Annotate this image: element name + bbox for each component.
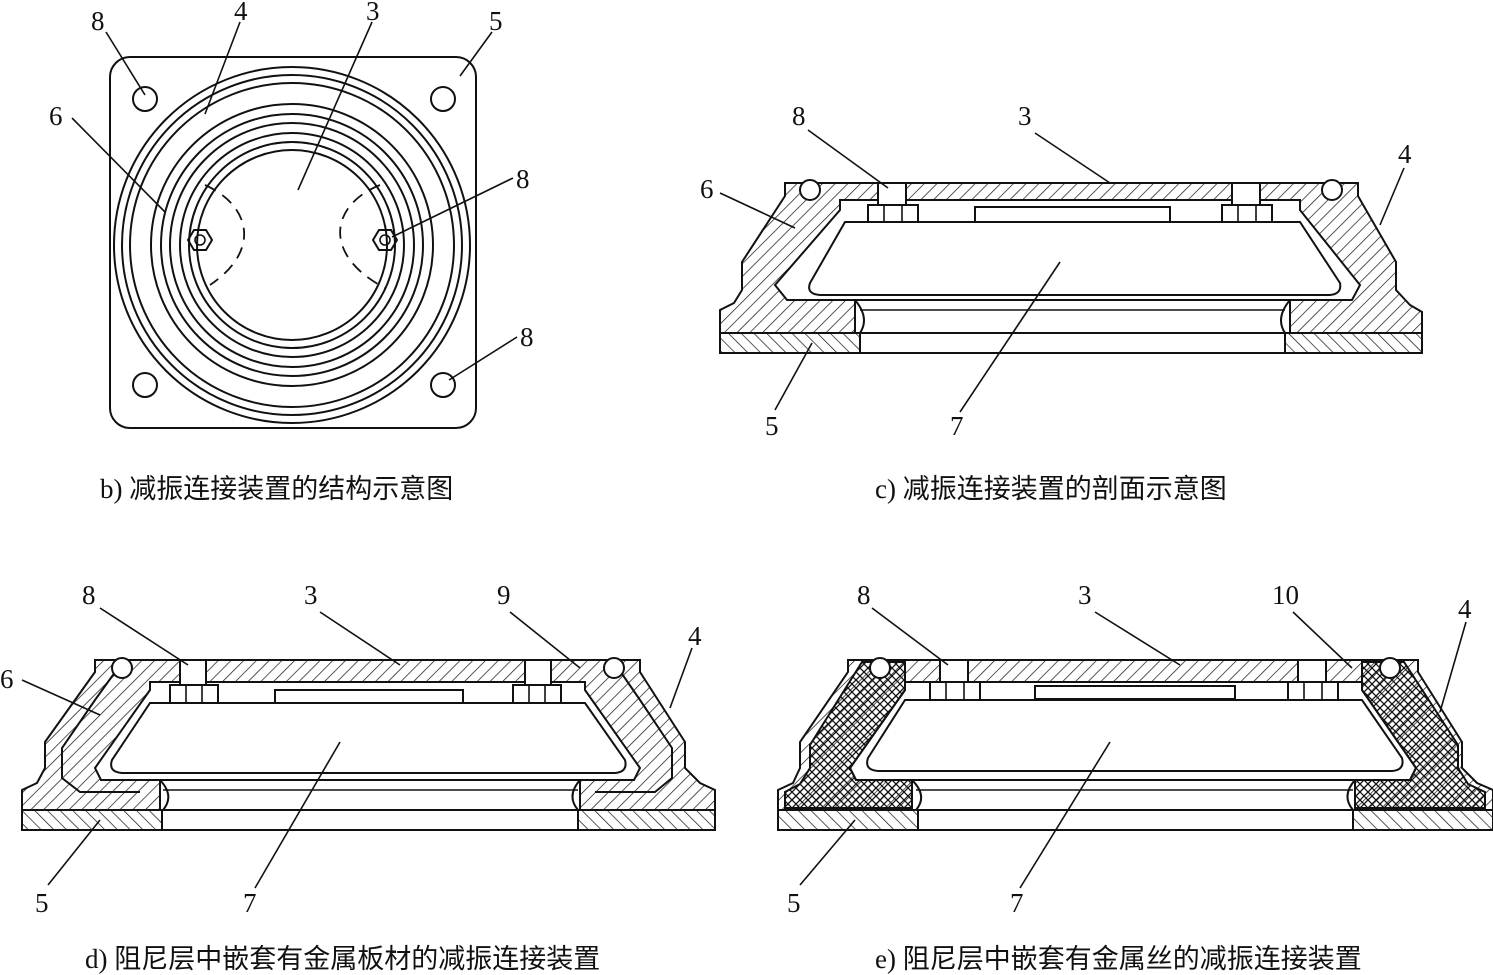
figure-b-top-view: 8 4 3 5 6 8 8 b) 减振连接装置的结构示意图 <box>49 0 534 504</box>
nut-right <box>371 229 399 251</box>
base-plate <box>109 56 477 429</box>
label-5: 5 <box>787 888 801 918</box>
flange-right <box>1284 332 1423 354</box>
damper-dashed-left <box>204 184 246 286</box>
core-body <box>110 702 627 774</box>
concentric-rings <box>113 66 471 424</box>
bolt-hole-right <box>524 659 552 686</box>
label-4: 4 <box>1458 594 1472 624</box>
caption-c: c) 减振连接装置的剖面示意图 <box>875 474 1227 504</box>
leader-lines <box>799 607 1467 889</box>
caption-e: e) 阻尼层中嵌套有金属丝的减振连接装置 <box>875 944 1362 974</box>
slot-top <box>274 689 464 704</box>
bolt-hole-right <box>1231 182 1261 206</box>
damping-layer <box>719 182 1423 334</box>
corner-hole-tr <box>430 86 456 112</box>
figure-e-section: 8 3 10 4 5 7 e) 阻尼层中嵌套有金属丝的减振连接装置 <box>777 580 1493 974</box>
core-neck <box>157 779 583 811</box>
label-3: 3 <box>1018 101 1032 131</box>
label-8: 8 <box>857 580 871 610</box>
label-10: 10 <box>1272 580 1299 610</box>
label-9: 9 <box>497 580 511 610</box>
label-8-br: 8 <box>520 322 534 352</box>
flange-left <box>21 809 163 831</box>
label-7: 7 <box>1010 888 1024 918</box>
nut-left <box>169 684 219 704</box>
label-5: 5 <box>35 888 49 918</box>
label-8: 8 <box>82 580 96 610</box>
flange-right <box>577 809 716 831</box>
metal-sheet-left <box>61 667 140 793</box>
label-8: 8 <box>792 101 806 131</box>
metal-sheet-right <box>595 667 673 793</box>
figure-d-section: 8 3 9 4 6 5 7 d) 阻尼层中嵌套有金属板材的减振连接装置 <box>0 580 716 974</box>
bolt-hole-left <box>939 659 969 683</box>
label-3: 3 <box>366 0 380 26</box>
label-4: 4 <box>1398 139 1412 169</box>
label-7: 7 <box>243 888 257 918</box>
flange-left <box>719 332 861 354</box>
label-3: 3 <box>304 580 318 610</box>
label-7: 7 <box>950 411 964 441</box>
damping-layer <box>21 659 716 811</box>
wire-damping-left <box>784 661 913 809</box>
nut-right <box>1221 204 1273 224</box>
label-8-tl: 8 <box>91 6 105 36</box>
label-4: 4 <box>688 621 702 651</box>
bolt-hole-left <box>179 659 207 686</box>
slot-top <box>974 206 1171 223</box>
damper-dashed-right <box>339 184 386 289</box>
core-neck <box>852 299 1293 334</box>
core-body <box>808 221 1342 296</box>
corner-hole-tl <box>132 86 158 112</box>
corner-hole-br <box>430 372 456 398</box>
caption-b: b) 减振连接装置的结构示意图 <box>100 474 453 504</box>
label-4: 4 <box>234 0 248 26</box>
wire-damping-right <box>1354 661 1486 809</box>
nut-left <box>867 204 919 224</box>
label-6: 6 <box>700 174 714 204</box>
nut-right <box>1287 681 1339 701</box>
core-neck <box>909 779 1358 811</box>
nut-left <box>186 229 214 251</box>
nut-right <box>512 684 562 704</box>
slot-top <box>1034 685 1236 700</box>
bolt-hole-right <box>1297 659 1327 683</box>
figure-c-section: 8 3 4 6 5 7 c) 减振连接装置的剖面示意图 <box>700 101 1423 504</box>
nut-left <box>929 681 981 701</box>
flange-right <box>1352 809 1493 831</box>
label-8-right: 8 <box>516 164 530 194</box>
leader-lines <box>719 129 1405 413</box>
label-3: 3 <box>1078 580 1092 610</box>
core-body <box>866 699 1404 772</box>
corner-hole-bl <box>132 372 158 398</box>
label-6: 6 <box>49 101 63 131</box>
caption-d: d) 阻尼层中嵌套有金属板材的减振连接装置 <box>85 944 600 974</box>
leader-lines <box>71 21 518 381</box>
label-5: 5 <box>765 411 779 441</box>
flange-left <box>777 809 919 831</box>
bolt-hole-left <box>877 182 907 206</box>
label-5: 5 <box>489 6 503 36</box>
leader-lines <box>21 607 693 889</box>
label-6: 6 <box>0 664 14 694</box>
